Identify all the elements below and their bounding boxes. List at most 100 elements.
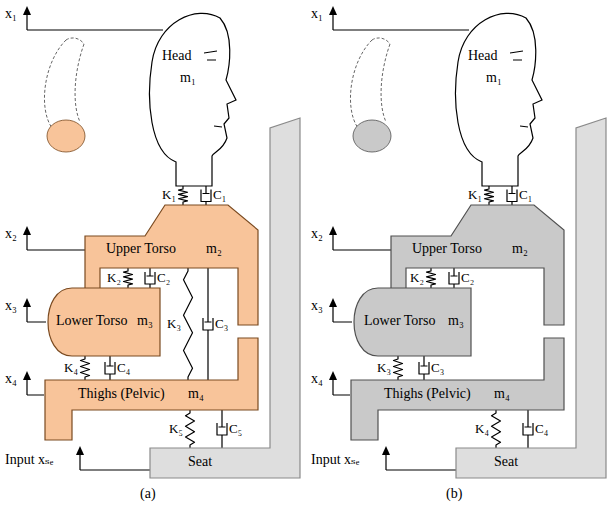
coordinate-label: x₄	[311, 371, 323, 388]
mass-symbol: m₄	[494, 386, 510, 403]
stiffness-label: K₂	[410, 271, 424, 286]
stiffness-label: K₄	[64, 361, 78, 376]
segment-name: Upper Torso	[106, 241, 176, 258]
coordinate-label: x₃	[5, 298, 17, 315]
stiffness-label: K₂	[107, 271, 121, 286]
segment-shape	[45, 338, 258, 440]
segment-name: Lower Torso	[364, 313, 435, 330]
segment-shape	[456, 13, 542, 186]
mass-symbol: m₂	[512, 241, 528, 258]
damper-symbol	[203, 268, 213, 380]
connector-line	[507, 186, 517, 205]
seat-shape: Seat	[149, 117, 301, 479]
connector-line	[186, 410, 195, 448]
damper-symbol	[449, 268, 459, 288]
coordinate-label: x₂	[311, 226, 323, 243]
coordinate-label: x₄	[5, 371, 17, 388]
segment-shape	[456, 118, 606, 478]
panel-caption: (b)	[446, 486, 462, 503]
connector-line	[179, 186, 188, 205]
spring-symbol	[179, 186, 188, 205]
lower-torso-segment: Lower Torso m₃	[350, 287, 473, 357]
segment-name: Upper Torso	[412, 241, 482, 258]
panel: Head m₁ Upper Torso m₂ Lower Torso m₃ Thighs (…	[0, 0, 306, 512]
panel: Headm₁ Upper Torso m₂ Lower Torso m₃ Thighs (…	[306, 0, 612, 512]
damper-symbol	[507, 186, 517, 205]
connector-line	[217, 410, 227, 448]
lower-torso-segment: Lower Torso m₃	[44, 287, 162, 357]
segment-name: Head	[468, 48, 498, 65]
input-label: Input xₛₑ	[5, 452, 53, 469]
stiffness-label: K₁	[162, 188, 176, 203]
spring-symbol	[492, 410, 501, 448]
hand-shape	[47, 120, 85, 152]
damping-label: C₂	[157, 271, 170, 286]
stiffness-label: K₄	[475, 422, 489, 437]
segment-name: Lower Torso	[56, 313, 127, 330]
connector-line	[184, 268, 193, 380]
spring-symbol	[427, 268, 436, 288]
face-detail	[204, 51, 222, 127]
spring-symbol	[124, 268, 133, 288]
seat-shape: Seat	[455, 117, 607, 479]
connector-line	[394, 356, 403, 380]
spring-symbol	[485, 186, 494, 205]
connector-line	[427, 268, 436, 288]
spring-symbol	[394, 356, 403, 380]
damping-label: C₁	[213, 188, 226, 203]
mass-symbol: m₃	[137, 313, 153, 330]
segment-shape	[354, 288, 471, 356]
thighs-segment: Thighs (Pelvic) m₄	[44, 337, 260, 441]
damper-symbol	[217, 410, 227, 448]
damping-label: C₂	[461, 271, 474, 286]
mass-symbol: m₁	[180, 70, 196, 87]
stiffness-label: K₃	[377, 361, 391, 376]
face-detail	[510, 51, 528, 127]
coordinate-label: x₂	[5, 226, 17, 243]
damping-label: C₄	[535, 422, 548, 437]
spring-symbol	[186, 410, 195, 448]
mass-symbol: m₂	[206, 241, 222, 258]
segment-name: Thighs (Pelvic)	[78, 386, 165, 403]
damping-label: C₄	[117, 361, 130, 376]
coordinate-label: x₁	[311, 6, 323, 23]
hand-shape	[353, 120, 391, 152]
stiffness-label: K₃	[167, 317, 181, 332]
damping-label: C₁	[519, 188, 532, 203]
connector-line	[201, 186, 211, 205]
segment-outline	[149, 117, 301, 479]
head-segment: Head m₁	[146, 4, 238, 187]
connector-line	[492, 410, 501, 448]
connector-line	[485, 186, 494, 205]
damping-label: C₃	[431, 361, 444, 376]
head-segment: Headm₁	[452, 4, 544, 187]
segment-name: Head	[162, 48, 192, 65]
input-label: Input xₛₑ	[311, 452, 359, 469]
damping-label: C₃	[215, 317, 228, 332]
coordinate-label: x₃	[311, 298, 323, 315]
segment-shape	[48, 288, 160, 356]
stiffness-label: K₅	[169, 422, 183, 437]
segment-name: Seat	[188, 454, 212, 471]
segment-shape	[150, 118, 300, 478]
segment-outline	[146, 4, 238, 187]
connector-line	[105, 356, 115, 380]
mass-symbol: m₃	[448, 313, 464, 330]
connector-line	[124, 268, 133, 288]
coordinate-label: x₁	[5, 6, 17, 23]
segment-shape	[150, 13, 236, 186]
mass-symbol: m₄	[188, 386, 204, 403]
thighs-segment: Thighs (Pelvic)m₄	[350, 337, 566, 441]
damper-symbol	[145, 268, 155, 288]
connector-line	[145, 268, 155, 288]
panel-caption: (a)	[140, 486, 156, 503]
damper-symbol	[523, 410, 533, 448]
spring-symbol	[81, 356, 90, 380]
stiffness-label: K₁	[468, 188, 482, 203]
spring-symbol	[184, 268, 193, 380]
damping-label: C₅	[229, 422, 242, 437]
damper-symbol	[201, 186, 211, 205]
connector-line	[203, 268, 213, 380]
connector-line	[523, 410, 533, 448]
connector-line	[449, 268, 459, 288]
